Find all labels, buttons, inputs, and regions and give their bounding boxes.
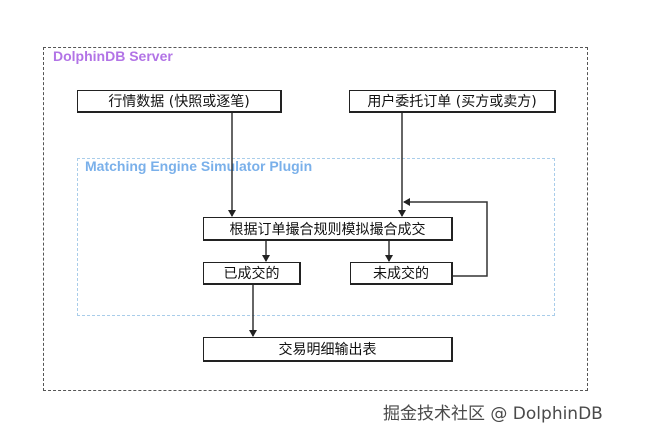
plugin-frame-title: Matching Engine Simulator Plugin (85, 158, 313, 174)
matching-label: 根据订单撮合规则模拟撮合成交 (229, 221, 426, 238)
output-table-label: 交易明细输出表 (278, 342, 377, 358)
watermark: 掘金技术社区 @ DolphinDB (383, 404, 603, 424)
user-orders-label: 用户委托订单 (买方或卖方) (367, 94, 537, 110)
unfilled-node: 未成交的 (350, 262, 453, 285)
matching-engine-plugin-frame (77, 158, 555, 316)
user-orders-node: 用户委托订单 (买方或卖方) (349, 90, 556, 113)
filled-node: 已成交的 (203, 262, 301, 285)
output-table-node: 交易明细输出表 (203, 337, 453, 362)
market-data-label: 行情数据 (快照或逐笔) (108, 94, 250, 110)
matching-node: 根据订单撮合规则模拟撮合成交 (203, 217, 453, 241)
market-data-node: 行情数据 (快照或逐笔) (77, 90, 282, 113)
filled-label: 已成交的 (223, 266, 280, 282)
server-frame-title: DolphinDB Server (53, 48, 173, 64)
dolphindb-server-frame (43, 47, 588, 391)
arrow-unfilled-loop-back (403, 198, 488, 277)
unfilled-label: 未成交的 (373, 266, 429, 282)
